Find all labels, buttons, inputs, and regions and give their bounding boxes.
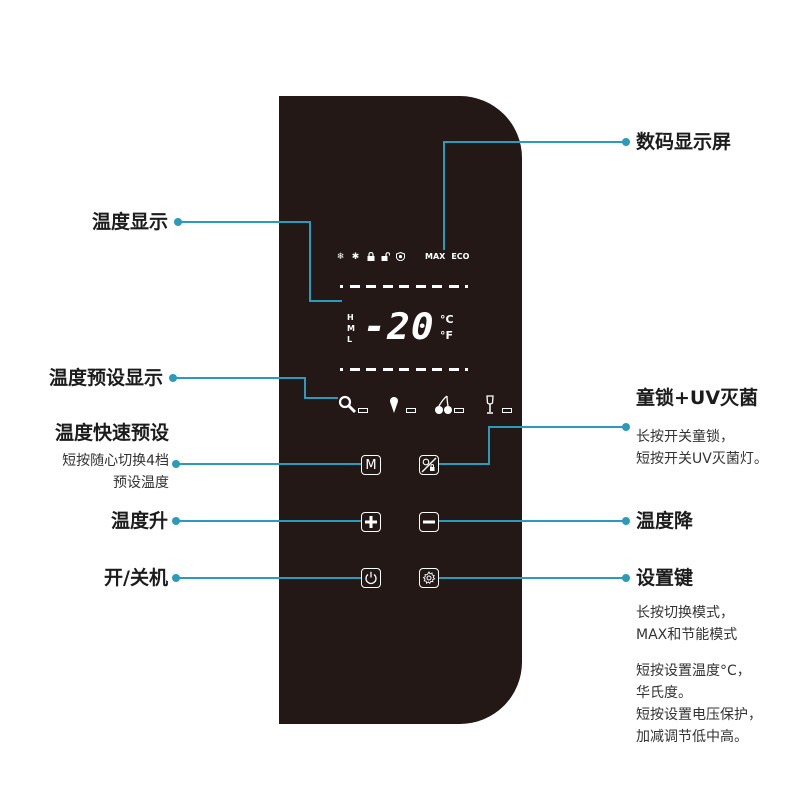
ice-cream-preset-icon — [386, 395, 416, 415]
wine-preset-icon — [482, 395, 512, 415]
preset-icons-row — [338, 395, 512, 415]
gear-icon — [422, 571, 436, 585]
settings-desc-short-press: 短按设置温度°C， 华氏度。 短按设置电压保护， 加减调节低中高。 — [636, 663, 762, 745]
unlock-icon — [381, 252, 391, 264]
temperature-readout: -20 — [363, 307, 435, 348]
child-lock-uv-desc: 长按开关童锁， 短按开关UV灭菌灯。 — [636, 429, 768, 467]
temp-down-button[interactable] — [419, 512, 439, 532]
cherry-preset-icon — [434, 395, 464, 415]
lock-icon — [366, 251, 375, 264]
power-title: 开/关机 — [104, 567, 168, 589]
settings-title: 设置键 — [636, 567, 694, 589]
mode-button[interactable]: M — [361, 455, 381, 475]
temp-up-button[interactable] — [361, 512, 381, 532]
mode-labels: MAX ECO — [425, 252, 469, 262]
bottom-segment-row — [340, 368, 468, 371]
preset-display-title: 温度预设显示 — [48, 367, 163, 389]
level-high: H — [347, 313, 354, 322]
quick-preset-desc: 短按随心切换4档 预设温度 — [62, 453, 169, 491]
quick-preset-title: 温度快速预设 — [54, 422, 169, 444]
power-icon — [365, 571, 377, 585]
digital-screen-title: 数码显示屏 — [636, 131, 732, 153]
level-low: L — [347, 335, 353, 344]
settings-desc-long-press: 长按切换模式， MAX和节能模式 — [636, 605, 738, 643]
level-indicator: H M L — [347, 312, 357, 345]
unit-indicator: °C °F — [440, 312, 454, 344]
uv-shield-icon — [396, 251, 405, 264]
level-medium: M — [347, 324, 355, 333]
max-mode-label: MAX — [425, 252, 446, 261]
power-button[interactable] — [361, 568, 381, 588]
temp-up-title: 温度升 — [110, 510, 168, 532]
snowflake-icon: ❄ — [336, 252, 345, 262]
celsius-unit: °C — [440, 313, 454, 326]
child-lock-uv-title: 童锁+UV灭菌 — [636, 387, 759, 409]
plus-icon — [365, 516, 377, 528]
meat-preset-icon — [338, 395, 368, 415]
settings-button[interactable] — [419, 568, 439, 588]
lock-uv-icon — [421, 457, 437, 473]
eco-mode-label: ECO — [451, 252, 470, 261]
top-segment-row — [340, 285, 468, 288]
fahrenheit-unit: °F — [440, 329, 454, 342]
status-icon-row: ❄ ✱ — [336, 251, 405, 264]
temp-display-title: 温度显示 — [91, 211, 168, 233]
minus-icon — [423, 520, 435, 524]
temp-down-title: 温度降 — [636, 510, 694, 532]
mode-button-label: M — [365, 457, 377, 473]
child-lock-uv-button[interactable] — [419, 455, 439, 475]
bluetooth-icon: ✱ — [351, 252, 360, 262]
